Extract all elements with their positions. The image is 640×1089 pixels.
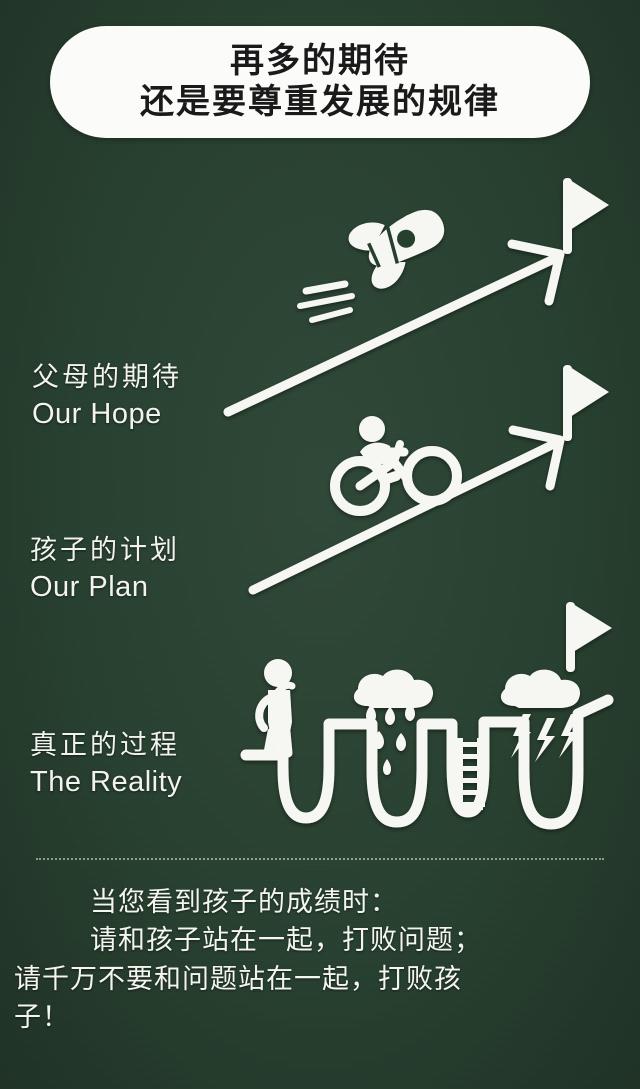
plan-arrow	[248, 425, 565, 595]
label-our-hope: 父母的期待 Our Hope	[32, 362, 182, 432]
rocket-icon	[348, 210, 445, 289]
rocket-speed-lines-icon	[297, 280, 355, 323]
label-our-hope-en: Our Hope	[32, 397, 162, 430]
footer-line-2: 请和孩子站在一起，打败问题；	[90, 925, 482, 957]
label-our-plan-cn: 孩子的计划	[30, 535, 180, 566]
reality-section-art	[240, 602, 614, 830]
ladder-icon	[455, 738, 485, 810]
label-the-reality-cn: 真正的过程	[30, 730, 180, 761]
title-banner: 再多的期待 还是要尊重发展的规律	[50, 26, 590, 138]
footer-line-4: 子！	[14, 1001, 70, 1033]
label-our-plan: 孩子的计划 Our Plan	[30, 535, 180, 605]
storm-cloud-lightning-icon	[500, 669, 581, 762]
banner-line-2: 还是要尊重发展的规律	[140, 82, 500, 122]
flag-icon-plan	[563, 365, 609, 441]
footer-message: 当您看到孩子的成绩时： 请和孩子站在一起，打败问题； 请千万不要和问题站在一起，…	[14, 884, 626, 1037]
banner-line-1: 再多的期待	[230, 41, 410, 82]
hope-section-art	[223, 178, 609, 417]
reality-path	[240, 694, 614, 830]
flag-icon-hope	[563, 178, 609, 254]
plan-section-art	[248, 365, 609, 595]
hope-arrow	[223, 239, 565, 417]
label-our-plan-en: Our Plan	[30, 570, 149, 603]
thinking-person-icon	[255, 659, 296, 758]
label-the-reality: 真正的过程 The Reality	[30, 730, 182, 800]
footer-line-1: 当您看到孩子的成绩时：	[90, 887, 398, 918]
flag-icon-reality	[566, 602, 612, 672]
cyclist-icon	[330, 416, 462, 516]
label-our-hope-cn: 父母的期待	[32, 362, 182, 393]
rain-cloud-icon	[353, 669, 434, 775]
footer-line-3: 请千万不要和问题站在一起，打败孩	[14, 963, 462, 995]
dotted-divider	[36, 858, 604, 860]
label-the-reality-en: The Reality	[30, 765, 183, 798]
